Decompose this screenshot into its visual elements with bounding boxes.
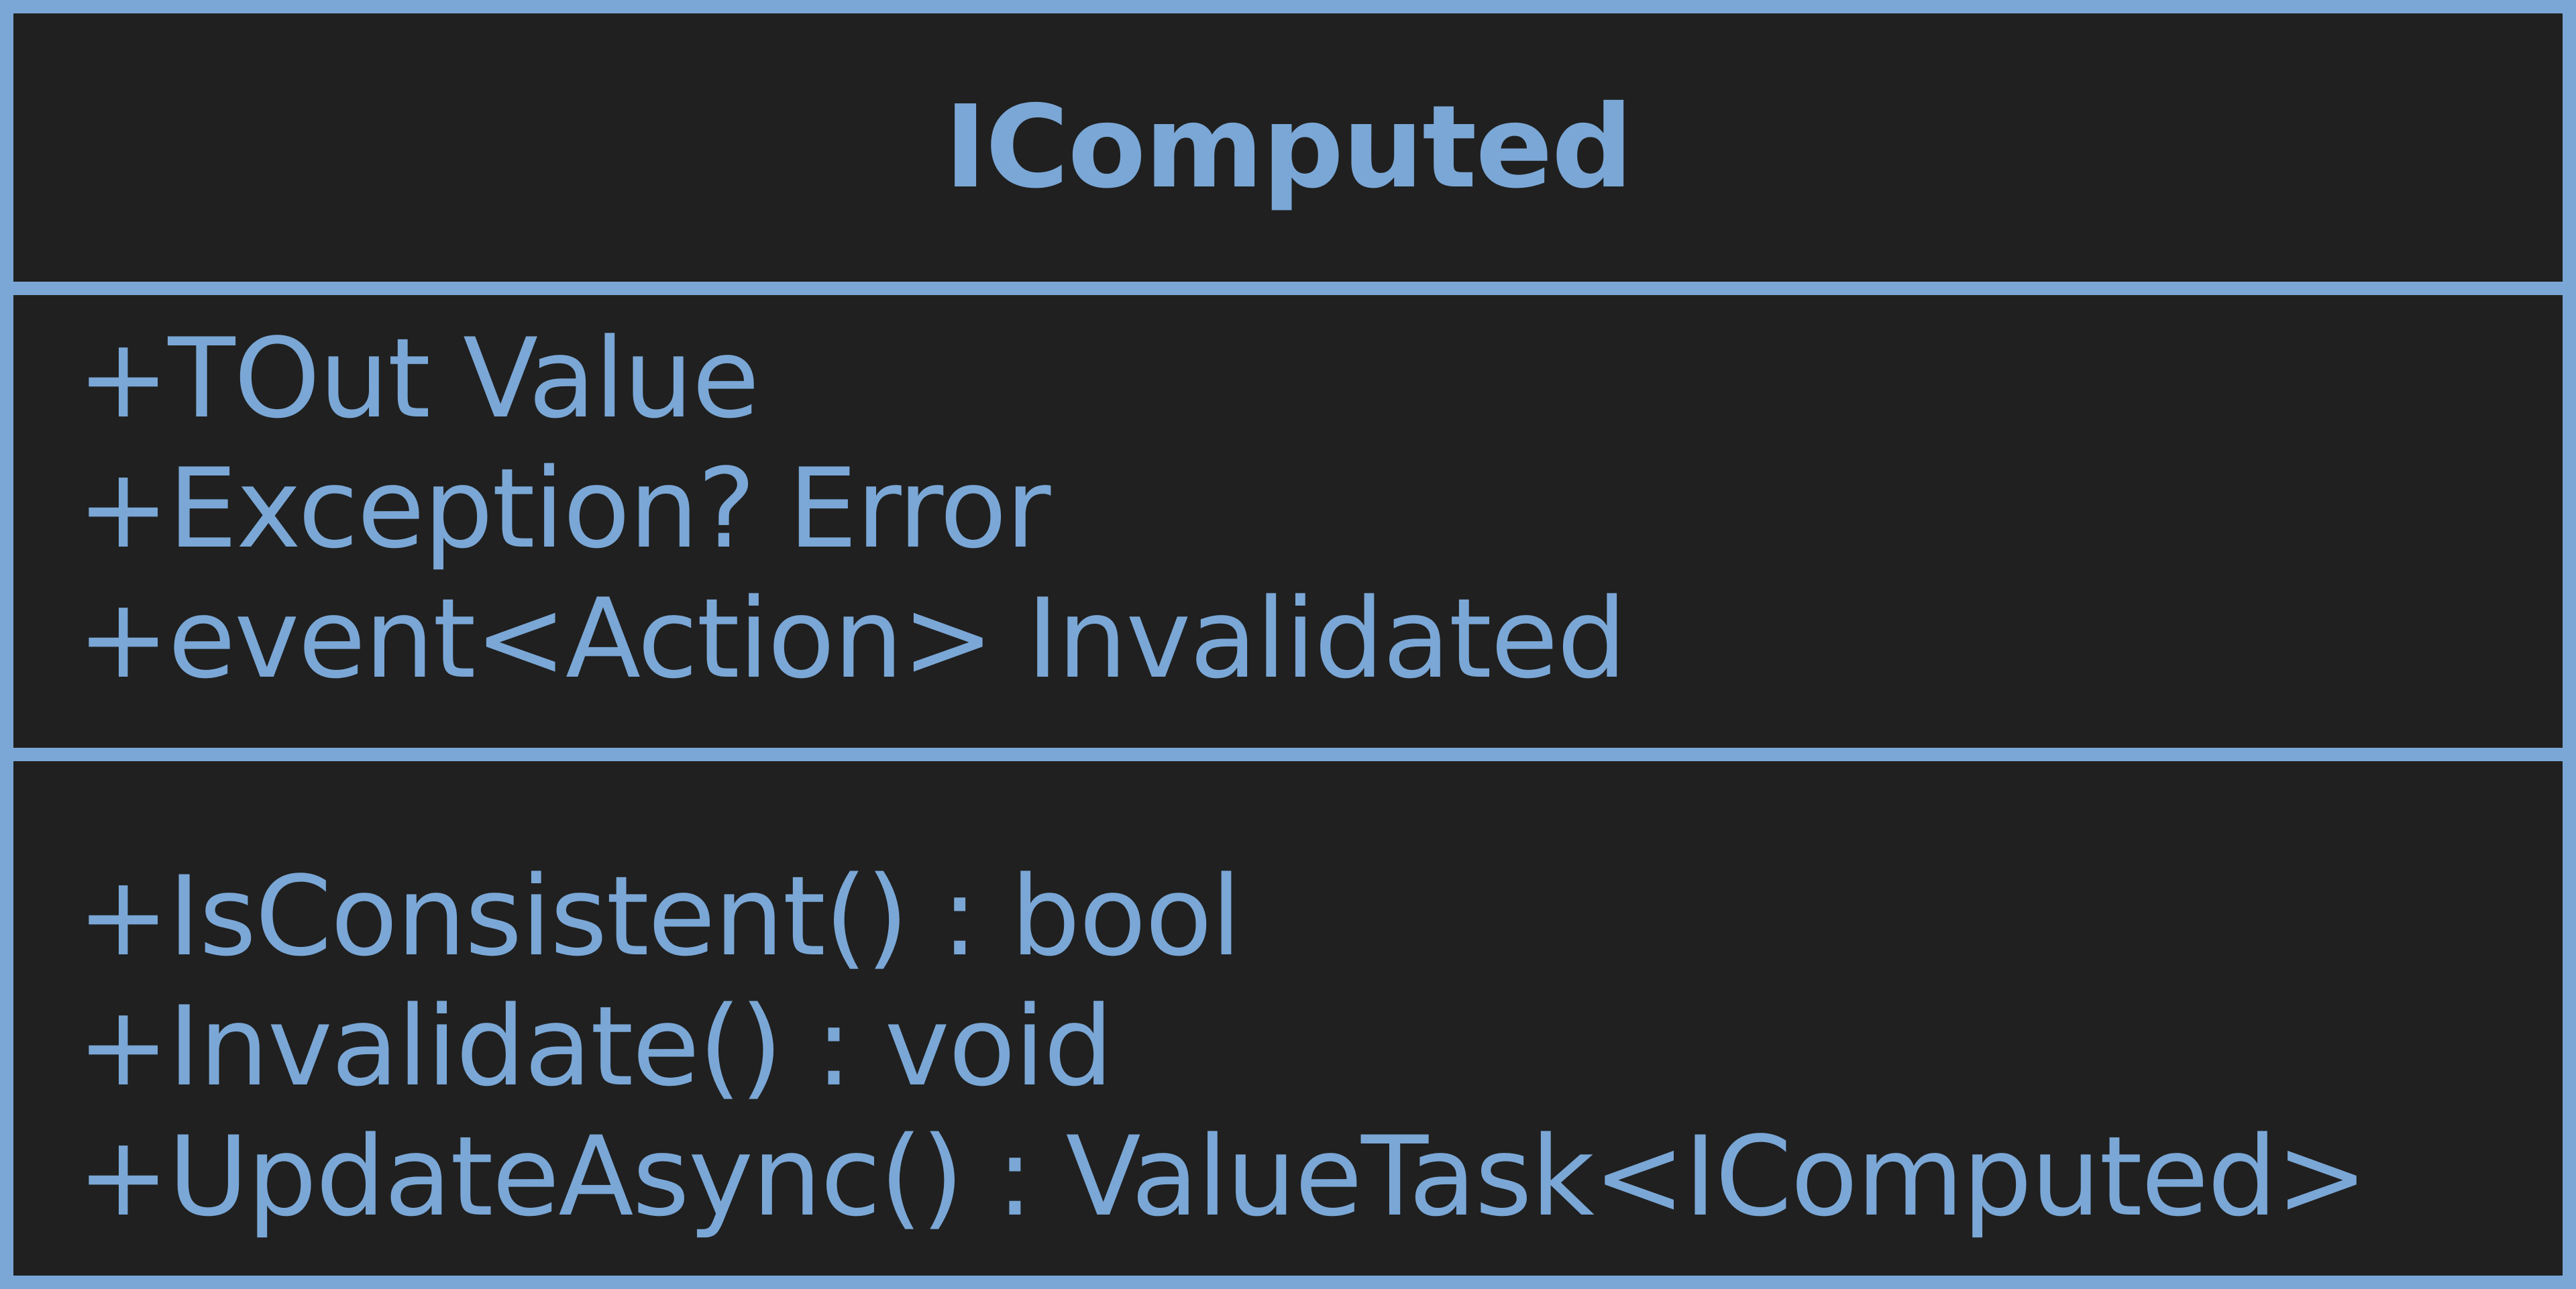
header-divider (13, 282, 2563, 295)
operations-compartment: +IsConsistent() : bool +Invalidate() : v… (77, 852, 2536, 1242)
class-header: IComputed (13, 13, 2563, 282)
attributes-divider (13, 748, 2563, 761)
operation-update-async: +UpdateAsync() : ValueTask<IComputed> (77, 1113, 2368, 1241)
attribute-error: +Exception? Error (77, 445, 1051, 573)
operation-is-consistent: +IsConsistent() : bool (77, 852, 1242, 980)
attribute-invalidated-event: +event<Action> Invalidated (77, 575, 1627, 703)
attribute-value: +TOut Value (77, 315, 759, 443)
operation-invalidate: +Invalidate() : void (77, 983, 1114, 1111)
attributes-compartment: +TOut Value +Exception? Error +event<Act… (77, 314, 2536, 704)
class-name: IComputed (944, 81, 1633, 214)
